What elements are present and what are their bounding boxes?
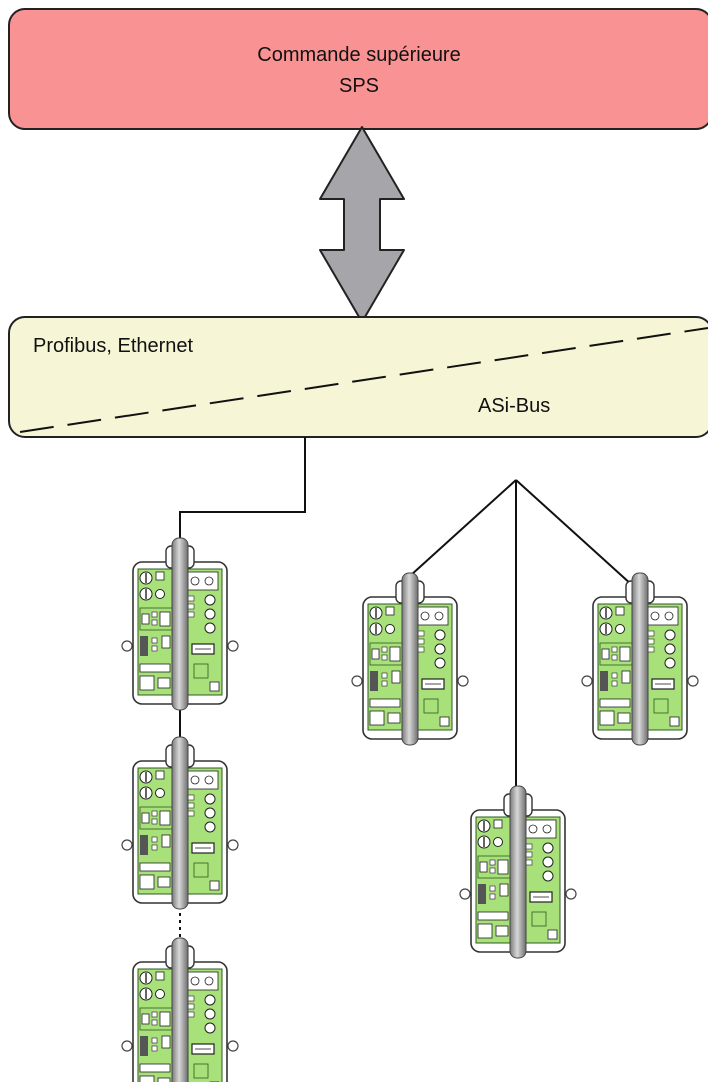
bus-separator-dashed-line bbox=[19, 327, 708, 433]
asi-module-icon bbox=[121, 736, 239, 910]
bus-label-upper: Profibus, Ethernet bbox=[33, 335, 194, 357]
bus-label-lower: ASi-Bus bbox=[478, 395, 550, 417]
asi-module-icon bbox=[351, 572, 469, 746]
asi-module-icon bbox=[121, 937, 239, 1082]
star-line-left bbox=[399, 479, 517, 586]
bidirectional-arrow-icon bbox=[319, 126, 405, 323]
top-box-line2: SPS bbox=[339, 75, 379, 97]
star-line-right bbox=[515, 479, 633, 586]
asi-module-icon bbox=[581, 572, 699, 746]
top-controller-box bbox=[8, 8, 708, 130]
asi-module-icon bbox=[459, 785, 577, 959]
left-chain-trunk-line bbox=[179, 437, 306, 545]
connection-lines bbox=[179, 437, 633, 947]
top-box-line1: Commande supérieure bbox=[257, 44, 460, 66]
asi-module-icon bbox=[121, 537, 239, 711]
